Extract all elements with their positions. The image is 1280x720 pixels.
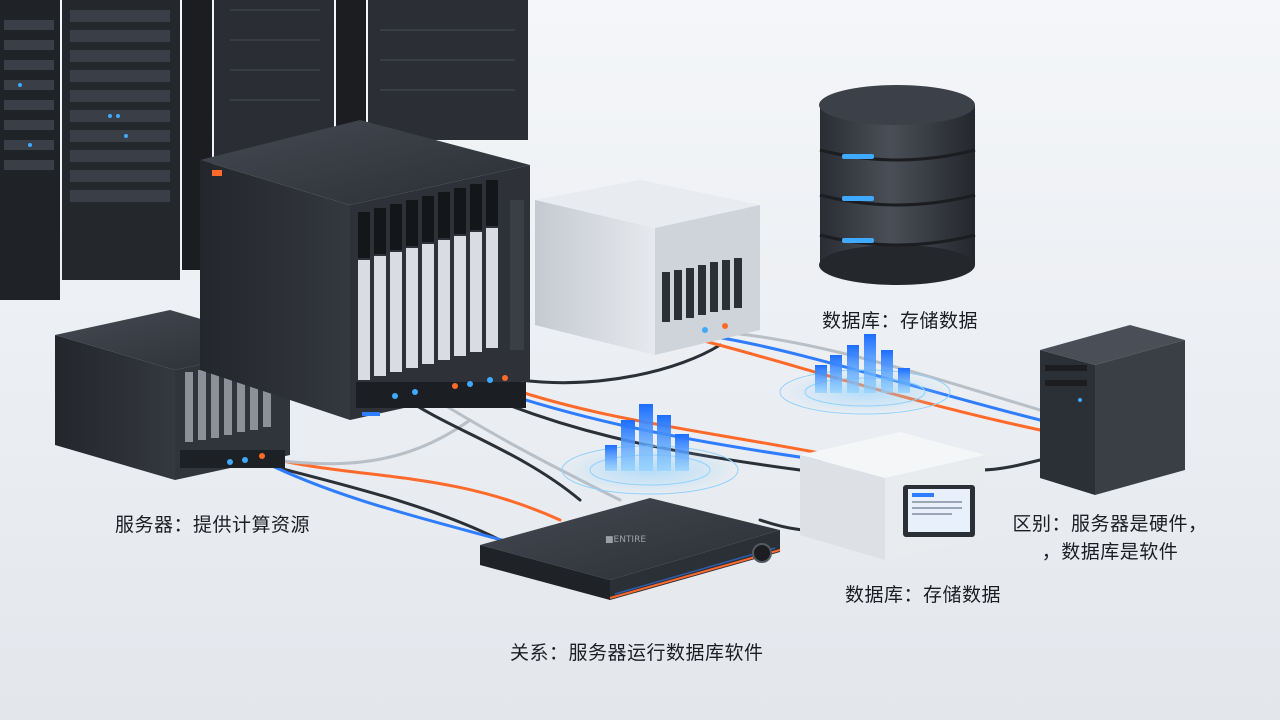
server-rack-cabinets: [0, 0, 528, 300]
hologram-bar-chart-center: [561, 404, 739, 495]
touchscreen-appliance: [800, 432, 985, 560]
difference-label-line2: ，数据库是软件: [1041, 541, 1179, 563]
small-blade-server: [55, 310, 290, 480]
difference-label: 区别：服务器是硬件， ，数据库是软件: [1005, 510, 1215, 566]
database-label-bottom: 数据库：存储数据: [845, 584, 1002, 606]
tower-server: [1040, 325, 1185, 495]
difference-label-line1: 区别：服务器是硬件，: [1012, 513, 1208, 535]
relationship-label: 关系：服务器运行数据库软件: [510, 642, 764, 664]
database-label-top: 数据库：存储数据: [822, 310, 979, 332]
database-cylinder: [819, 85, 976, 285]
server-label: 服务器：提供计算资源: [115, 514, 311, 536]
main-blade-chassis: [200, 120, 530, 420]
hologram-bar-chart-upper: [779, 334, 951, 415]
recorder-badge: ■ENTIRE: [605, 535, 646, 545]
silver-rack-server: [535, 180, 760, 355]
network-recorder: ■ENTIRE: [480, 498, 781, 600]
